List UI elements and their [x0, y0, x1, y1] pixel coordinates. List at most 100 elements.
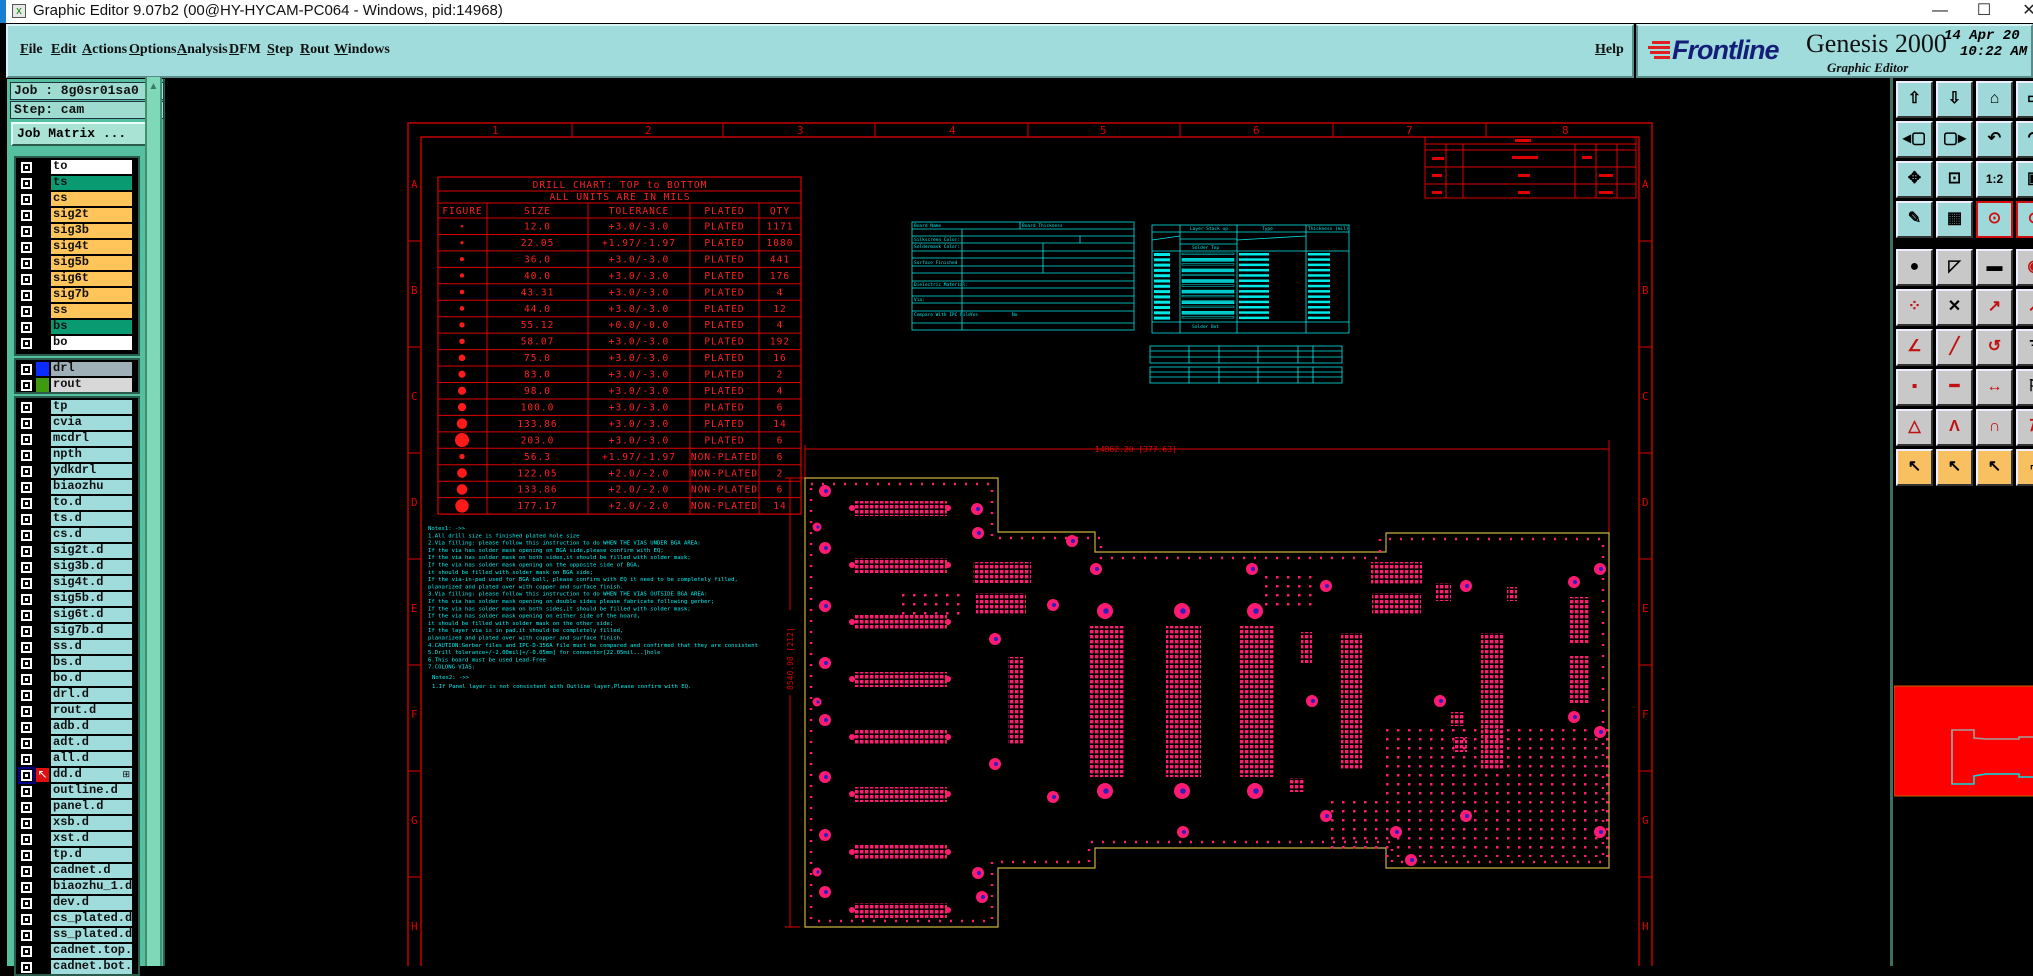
layer-visibility-checkbox[interactable]	[20, 321, 33, 334]
layer-row[interactable]: panel.d	[16, 799, 138, 815]
layer-name[interactable]: cvia	[51, 416, 132, 430]
layer-name[interactable]: tp.d	[51, 848, 132, 862]
layer-name[interactable]: xsb.d	[51, 816, 132, 830]
stamp-button[interactable]: ⚐	[2016, 369, 2033, 406]
layer-visibility-checkbox[interactable]	[20, 529, 33, 542]
layer-row[interactable]: cs.d	[16, 527, 138, 543]
measure-button[interactable]: ▬	[1976, 249, 2013, 286]
layer-name[interactable]: tp	[51, 400, 132, 414]
layer-row[interactable]: sig2t.d	[16, 543, 138, 559]
layer-row[interactable]: bs	[16, 319, 138, 335]
layer-visibility-checkbox[interactable]	[20, 363, 33, 376]
copy-button[interactable]: ↗	[2016, 289, 2033, 326]
1:2-button[interactable]: 1:2	[1976, 161, 2013, 198]
layer-visibility-checkbox[interactable]	[20, 753, 33, 766]
connect-button[interactable]: ⁘	[1896, 289, 1933, 326]
layer-row[interactable]: sig7b.d	[16, 623, 138, 639]
layer-row[interactable]: cadnet.top.d	[16, 943, 138, 959]
layer-visibility-checkbox[interactable]	[20, 161, 33, 174]
zoom-box-button[interactable]: ▣	[2016, 161, 2033, 198]
pan-right-button[interactable]: ▢▸	[1936, 121, 1973, 158]
route-button[interactable]: ⌐	[2016, 449, 2033, 486]
menu-step[interactable]: Step	[267, 42, 294, 57]
resize-button[interactable]: ◸	[1936, 249, 1973, 286]
layer-visibility-checkbox[interactable]	[20, 465, 33, 478]
layer-name[interactable]: rout.d	[51, 704, 132, 718]
layer-name[interactable]: outline.d	[51, 784, 132, 798]
layer-visibility-checkbox[interactable]	[20, 625, 33, 638]
layer-visibility-checkbox[interactable]	[20, 913, 33, 926]
layer-name[interactable]: ss_plated.d	[51, 928, 132, 942]
layer-visibility-checkbox[interactable]	[20, 721, 33, 734]
layer-visibility-checkbox[interactable]	[20, 209, 33, 222]
arc-angle-button[interactable]: Λ	[1936, 409, 1973, 446]
layer-row[interactable]: cs	[16, 191, 138, 207]
undo-zoom-button[interactable]: ↶	[1976, 121, 2013, 158]
layer-row[interactable]: ss.d	[16, 639, 138, 655]
layer-name[interactable]: sig2t.d	[51, 544, 132, 558]
line-split-button[interactable]: ━	[1936, 369, 1973, 406]
layer-row[interactable]: drl.d	[16, 687, 138, 703]
layer-row[interactable]: outline.d	[16, 783, 138, 799]
select-button[interactable]: ↖	[1896, 449, 1933, 486]
layer-visibility-checkbox[interactable]	[20, 897, 33, 910]
home-button[interactable]: ⌂	[1976, 81, 2013, 118]
layer-visibility-checkbox[interactable]	[20, 497, 33, 510]
layer-name[interactable]: bs.d	[51, 656, 132, 670]
layer-row[interactable]: xsb.d	[16, 815, 138, 831]
layer-visibility-checkbox[interactable]	[20, 273, 33, 286]
layer-visibility-checkbox[interactable]	[20, 433, 33, 446]
layer-name[interactable]: biaozhu	[51, 480, 132, 494]
layer-visibility-checkbox[interactable]	[20, 961, 33, 974]
layer-name[interactable]: ts	[51, 176, 132, 190]
layer-row[interactable]: mcdrl	[16, 431, 138, 447]
menu-dfm[interactable]: DFM	[229, 42, 261, 57]
layer-visibility-checkbox[interactable]	[20, 449, 33, 462]
minimize-button[interactable]: —	[1932, 2, 1948, 19]
layer-row[interactable]: rout	[16, 377, 138, 393]
layer-row[interactable]: sig6t	[16, 271, 138, 287]
layer-name[interactable]: sig7b	[51, 288, 132, 302]
layer-row[interactable]: sig4t	[16, 239, 138, 255]
layer-visibility-checkbox[interactable]	[20, 929, 33, 942]
layer-visibility-checkbox[interactable]	[20, 257, 33, 270]
menu-actions[interactable]: Actions	[82, 42, 128, 57]
layer-row[interactable]: cs_plated.d	[16, 911, 138, 927]
layer-visibility-checkbox[interactable]	[20, 289, 33, 302]
layer-row[interactable]: biaozhu	[16, 479, 138, 495]
layer-row[interactable]: sig3b.d	[16, 559, 138, 575]
layer-name[interactable]: drl	[51, 362, 132, 376]
layer-row[interactable]: sig2t	[16, 207, 138, 223]
menu-help[interactable]: Help	[1595, 42, 1624, 57]
window-button[interactable]: ▭	[2016, 81, 2033, 118]
layer-name[interactable]: sig2t	[51, 208, 132, 222]
layer-name[interactable]: to.d	[51, 496, 132, 510]
layer-row[interactable]: sig4t.d	[16, 575, 138, 591]
arc-button[interactable]: ↺	[1976, 329, 2013, 366]
line-button[interactable]: ╱	[1936, 329, 1973, 366]
layer-visibility-checkbox[interactable]	[20, 737, 33, 750]
layer-visibility-checkbox[interactable]	[18, 767, 35, 784]
layer-name[interactable]: cadnet.top.d	[51, 944, 132, 958]
layer-visibility-checkbox[interactable]	[20, 545, 33, 558]
layer-visibility-checkbox[interactable]	[20, 513, 33, 526]
layer-name[interactable]: bo.d	[51, 672, 132, 686]
layer-row[interactable]: sig3b	[16, 223, 138, 239]
layer-visibility-checkbox[interactable]	[20, 673, 33, 686]
layer-visibility-checkbox[interactable]	[20, 833, 33, 846]
layer-visibility-checkbox[interactable]	[20, 379, 33, 392]
open-job-button[interactable]: ⇧	[1896, 81, 1933, 118]
layer-visibility-checkbox[interactable]	[20, 865, 33, 878]
layer-name[interactable]: mcdrl	[51, 432, 132, 446]
layer-visibility-checkbox[interactable]	[20, 193, 33, 206]
layer-name[interactable]: adb.d	[51, 720, 132, 734]
layer-row[interactable]: bo	[16, 335, 138, 351]
menu-rout[interactable]: Rout	[300, 42, 330, 57]
layer-name[interactable]: bo	[51, 336, 132, 350]
layers-panel-button[interactable]: ⊙	[1976, 201, 2013, 238]
delete-button[interactable]: ✕	[1936, 289, 1973, 326]
layer-visibility-checkbox[interactable]	[20, 577, 33, 590]
layer-visibility-checkbox[interactable]	[20, 241, 33, 254]
layer-name[interactable]: cadnet.d	[51, 864, 132, 878]
